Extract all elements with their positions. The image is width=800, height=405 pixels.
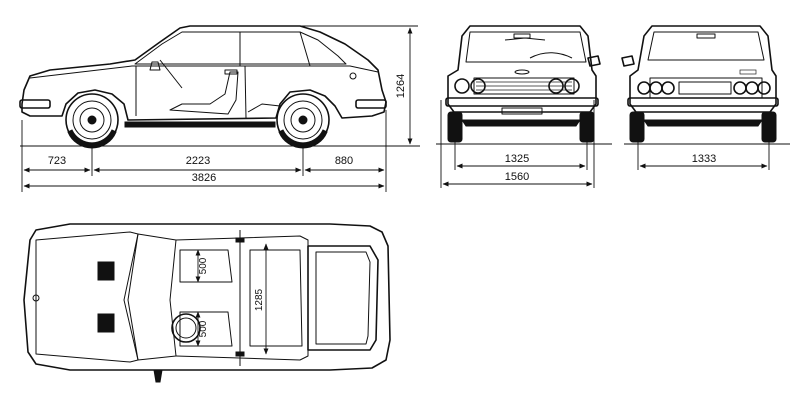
side-view xyxy=(19,25,420,149)
dim-overall-length: 3826 xyxy=(192,172,216,184)
dim-wheelbase: 2223 xyxy=(186,155,210,167)
rear-view xyxy=(621,25,790,145)
side-dimensions: 723 2223 880 3826 1264 xyxy=(21,25,418,192)
dim-seat-depth-rear: 500 xyxy=(198,320,209,337)
dim-overall-width: 1560 xyxy=(505,171,529,183)
dim-front-overhang: 723 xyxy=(48,155,66,167)
rear-dimensions: 1333 xyxy=(637,140,770,170)
hood-vents xyxy=(97,261,115,333)
dim-height: 1264 xyxy=(395,74,407,98)
front-dimensions: 1325 1560 xyxy=(440,100,595,188)
dim-interior-width: 1285 xyxy=(254,288,265,311)
dim-front-track: 1325 xyxy=(505,153,529,165)
dim-rear-track: 1333 xyxy=(692,153,716,165)
top-dimensions: 500 500 1285 xyxy=(195,243,269,355)
dim-seat-depth-front: 500 xyxy=(198,257,209,274)
front-view xyxy=(436,25,612,145)
top-view xyxy=(23,223,391,383)
dim-rear-overhang: 880 xyxy=(335,155,353,167)
